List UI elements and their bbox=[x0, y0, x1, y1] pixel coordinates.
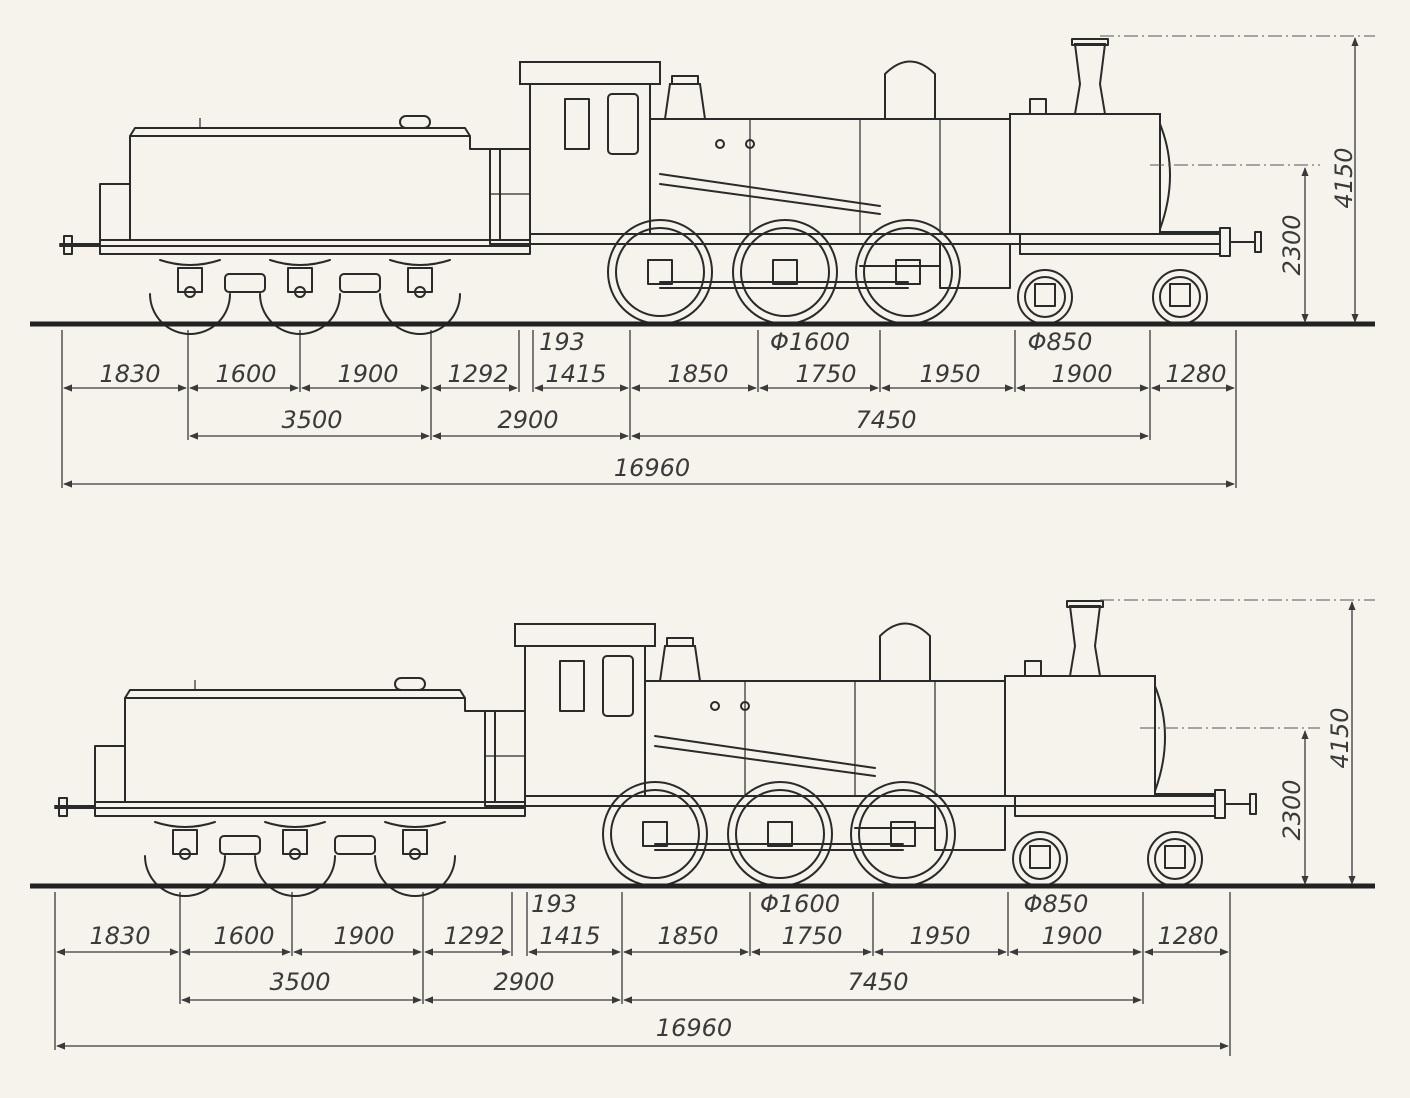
dim-label: 1830 bbox=[89, 922, 150, 950]
overall-length-label-top: 16960 bbox=[614, 454, 690, 482]
dim-label: 1415 bbox=[539, 922, 600, 950]
dim-label: 1900 bbox=[337, 360, 398, 388]
height-axis-label-bottom: 2300 bbox=[1278, 779, 1306, 840]
locomotive-elevation-top bbox=[59, 38, 1262, 335]
dim-label: 1830 bbox=[99, 360, 160, 388]
offset-small-label-bottom: 193 bbox=[531, 890, 577, 918]
dim-label: 2900 bbox=[493, 968, 554, 996]
dim-label: 1850 bbox=[667, 360, 728, 388]
dim-label: 1850 bbox=[657, 922, 718, 950]
driving-wheel-diameter-label-bottom: Φ1600 bbox=[760, 890, 840, 918]
dim-label: 7450 bbox=[847, 968, 908, 996]
dim-label: 1600 bbox=[213, 922, 274, 950]
dim-label: 3500 bbox=[281, 406, 342, 434]
dim-label: 1750 bbox=[781, 922, 842, 950]
dim-label: 1950 bbox=[919, 360, 980, 388]
dim-label: 1415 bbox=[545, 360, 606, 388]
dim-label: 7450 bbox=[855, 406, 916, 434]
drawing-bottom: 2300 4150 bbox=[30, 599, 1375, 1056]
dim-label: 1280 bbox=[1157, 922, 1218, 950]
row2-labels-top: 3500 2900 7450 bbox=[281, 406, 916, 434]
dim-label: 1292 bbox=[443, 922, 504, 950]
dim-label: 1900 bbox=[1041, 922, 1102, 950]
drawing-top: 2300 4150 bbox=[30, 35, 1375, 488]
dim-label: 1950 bbox=[909, 922, 970, 950]
dim-label: 1280 bbox=[1165, 360, 1226, 388]
dim-label: 1600 bbox=[215, 360, 276, 388]
row2-labels-bottom: 3500 2900 7450 bbox=[269, 968, 908, 996]
dim-label: 1900 bbox=[333, 922, 394, 950]
offset-small-label-top: 193 bbox=[539, 328, 585, 356]
extension-lines-bottom bbox=[54, 892, 1231, 1056]
dim-label: 1292 bbox=[447, 360, 508, 388]
row1-labels-top: 1830 1600 1900 1292 1415 1850 1750 1950 … bbox=[99, 360, 1226, 388]
leading-wheel-diameter-label-bottom: Φ850 bbox=[1024, 890, 1089, 918]
dim-label: 3500 bbox=[269, 968, 330, 996]
height-total-label-top: 4150 bbox=[1330, 147, 1358, 208]
dim-label: 2900 bbox=[497, 406, 558, 434]
dim-label: 1750 bbox=[795, 360, 856, 388]
locomotive-elevation-bottom bbox=[54, 600, 1257, 897]
dim-label: 1900 bbox=[1051, 360, 1112, 388]
row1-labels-bottom: 1830 1600 1900 1292 1415 1850 1750 1950 … bbox=[89, 922, 1218, 950]
overall-length-label-bottom: 16960 bbox=[656, 1014, 732, 1042]
height-total-label-bottom: 4150 bbox=[1326, 707, 1354, 768]
extension-lines-top bbox=[61, 330, 1237, 488]
leading-wheel-diameter-label-top: Φ850 bbox=[1028, 328, 1093, 356]
height-axis-label-top: 2300 bbox=[1278, 214, 1306, 275]
driving-wheel-diameter-label-top: Φ1600 bbox=[770, 328, 850, 356]
